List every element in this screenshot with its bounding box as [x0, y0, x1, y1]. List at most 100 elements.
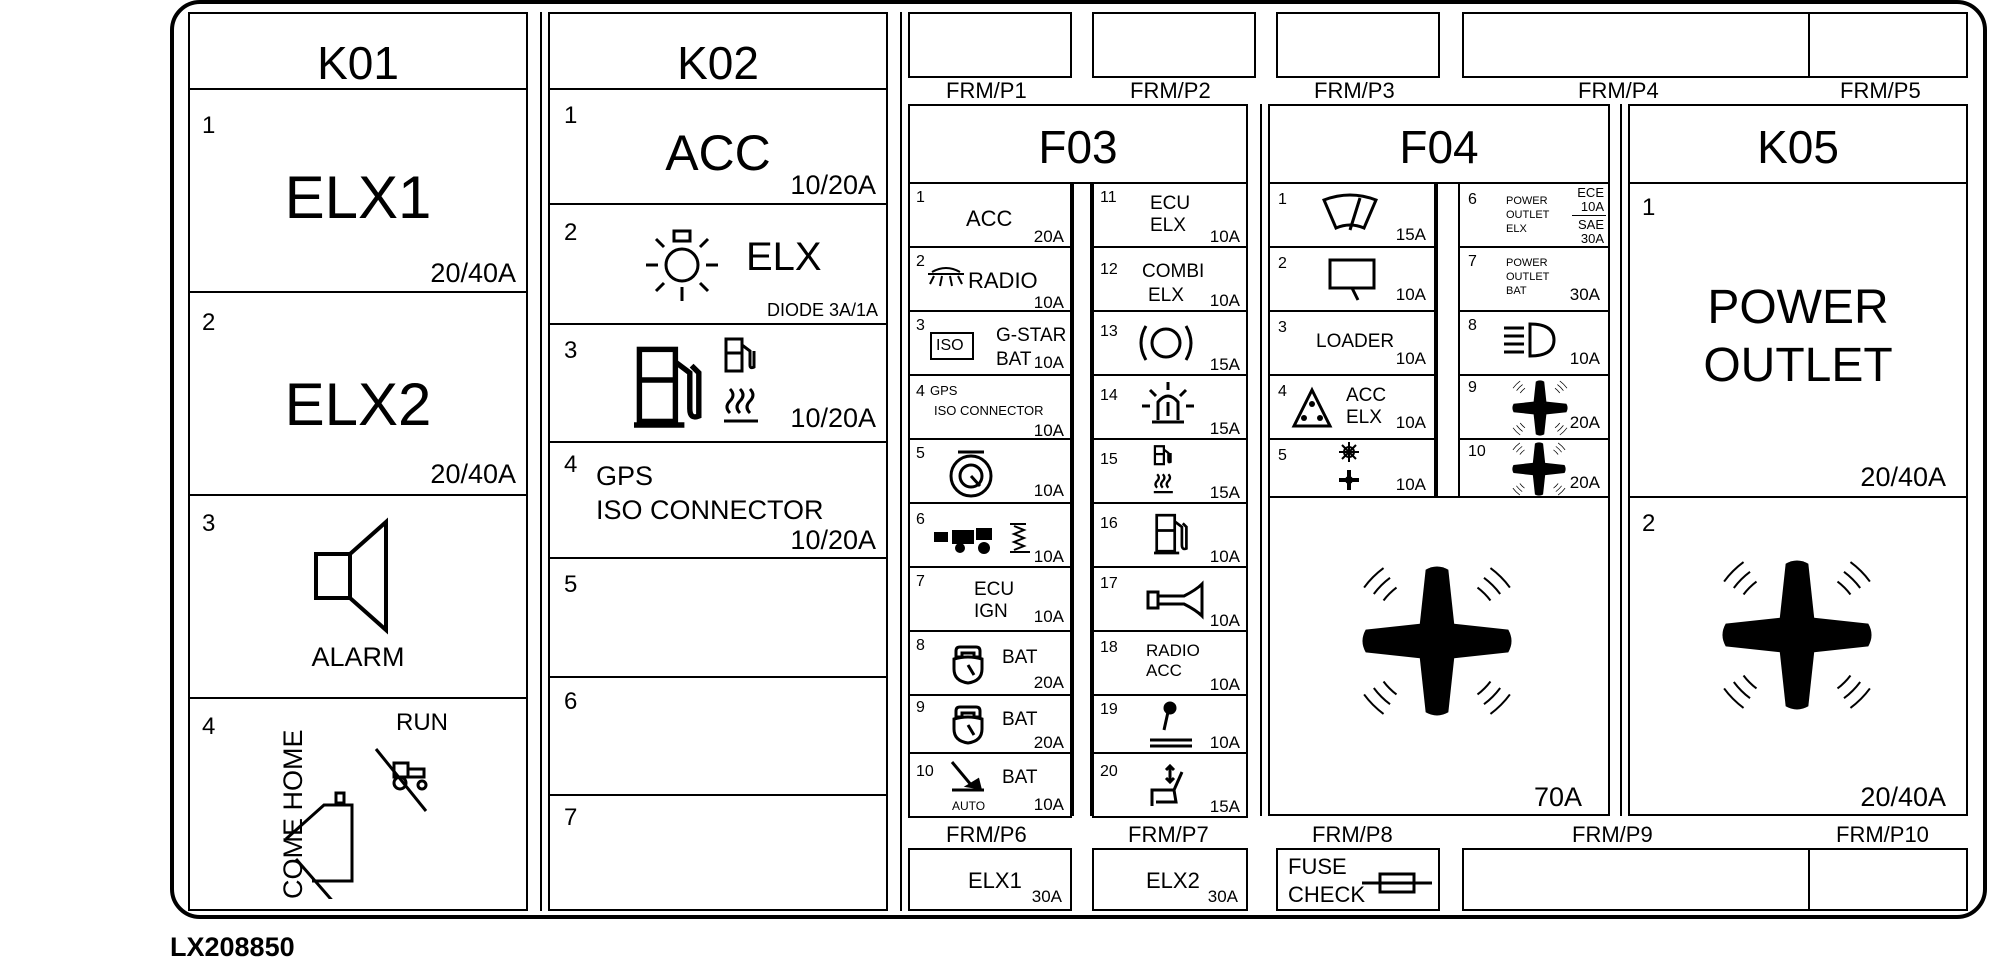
k05-slot-2[interactable]: 2 20/40A [1628, 496, 1968, 816]
f03-fuse-18[interactable]: 18 RADIO ACC 10A [1092, 630, 1248, 696]
f03-fuse-15[interactable]: 15 15A [1092, 438, 1248, 504]
slot-number: 5 [564, 571, 578, 598]
iso-label: ISO [936, 337, 964, 354]
fuse-label-2: ISO CONNECTOR [934, 403, 1044, 418]
k02-slot-1[interactable]: 1 ACC 10/20A [548, 88, 888, 205]
f03-fuse-20[interactable]: 20 15A [1092, 752, 1248, 818]
implement-suspension-icon [934, 523, 1030, 554]
f03-fuse-2[interactable]: 2 RADIO 10A [908, 246, 1072, 312]
frm-p3-slot[interactable] [1276, 12, 1440, 78]
frm-p6-label: FRM/P6 [946, 822, 1027, 847]
f04-fuse-9[interactable]: 9 20A [1458, 374, 1610, 440]
k02-slot-4[interactable]: 4 GPS ISO CONNECTOR 10/20A [548, 441, 888, 559]
frm-p10-slot[interactable] [1808, 848, 1968, 911]
fuel-heater-icon [724, 337, 758, 423]
f03-fuse-8[interactable]: 8 BAT 20A [908, 630, 1072, 696]
slot-number: 1 [202, 112, 216, 139]
f04-fuse-2[interactable]: 2 10A [1268, 246, 1436, 312]
fan-waves-icon [1356, 560, 1518, 722]
fuse-number: 6 [1468, 191, 1477, 208]
f03-fuse-6[interactable]: 6 10A [908, 502, 1072, 568]
f04-fuse-4[interactable]: 4 ACC ELX 10A [1268, 374, 1436, 440]
elx2-fuse-slot[interactable]: ELX2 30A [1092, 848, 1248, 911]
f03-fuse-5[interactable]: 5 10A [908, 438, 1072, 504]
slot-rating: 10/20A [790, 525, 876, 555]
f04-header: F04 [1268, 104, 1610, 184]
slot-line1: GPS [596, 461, 654, 491]
fuse-number: 12 [1100, 261, 1118, 278]
k05-slot-1[interactable]: 1 POWER OUTLET 20/40A [1628, 182, 1968, 498]
f03-fuse-1[interactable]: 1 ACC 20A [908, 182, 1072, 248]
f03-fuse-7[interactable]: 7 ECU IGN 10A [908, 566, 1072, 632]
slot-name: ELX [746, 235, 822, 279]
frm-p5-slot[interactable] [1808, 12, 1968, 78]
fuse-amp: 15A [1395, 225, 1426, 244]
f03-fuse-19[interactable]: 19 10A [1092, 694, 1248, 754]
f04-fuse-10[interactable]: 10 20A [1458, 438, 1610, 498]
fuse-number: 16 [1100, 515, 1118, 532]
frm-p1-slot[interactable] [908, 12, 1072, 78]
f03-fuse-11[interactable]: 11 ECU ELX 10A [1092, 182, 1248, 248]
fuse-check-label-1: FUSE [1288, 854, 1347, 879]
fuse-label: COMBI [1142, 261, 1205, 282]
fuse-amp: 10A [1033, 607, 1064, 626]
f04-fuse-6[interactable]: 6 POWER OUTLET ELX ECE 10A SAE 30A [1458, 182, 1610, 248]
brake-icon [1139, 325, 1193, 361]
seat-adjust-icon [1150, 763, 1184, 806]
fuse-amp: 10A [1395, 349, 1426, 368]
frm-p2-label: FRM/P2 [1130, 78, 1211, 103]
f03-fuse-10[interactable]: 10 AUTO BAT 10A [908, 752, 1072, 818]
slot-rating: DIODE 3A/1A [766, 300, 878, 320]
f04-fuse-7[interactable]: 7 POWER OUTLET BAT 30A [1458, 246, 1610, 312]
k02-slot-5[interactable]: 5 [548, 557, 888, 678]
fuse-number: 2 [1278, 255, 1287, 272]
elx1-fuse-slot[interactable]: ELX1 30A [908, 848, 1072, 911]
fuse-label-3: ELX [1506, 223, 1527, 235]
fuse-sublabel: AUTO [952, 799, 986, 813]
k02-slot-3[interactable]: 3 10/20A [548, 323, 888, 443]
fuse-number: 19 [1100, 701, 1118, 718]
slot-number: 1 [564, 102, 578, 129]
f04-fuse-3[interactable]: 3 LOADER 10A [1268, 310, 1436, 376]
fuse-amp: 10A [1033, 421, 1064, 440]
f03-fuse-13[interactable]: 13 15A [1092, 310, 1248, 376]
k01-title: K01 [317, 37, 399, 89]
fuse-number: 14 [1100, 387, 1118, 404]
fuse-number: 5 [1278, 447, 1287, 464]
frm-p4-slot[interactable] [1462, 12, 1810, 78]
f03-fuse-17[interactable]: 17 10A [1092, 566, 1248, 632]
f03-fuse-4[interactable]: 4 GPS ISO CONNECTOR 10A [908, 374, 1072, 440]
front-wiper-icon [1322, 193, 1378, 231]
frm-p2-slot[interactable] [1092, 12, 1256, 78]
k01-slot-3[interactable]: 3 ALARM [188, 494, 528, 699]
fuse-label: ACC [966, 206, 1013, 231]
k01-slot-1[interactable]: 1 ELX1 20/40A [188, 88, 528, 293]
fuse-amp: 20A [1569, 473, 1600, 492]
f03-fuse-12[interactable]: 12 COMBI ELX 10A [1092, 246, 1248, 312]
f04-fuse-5[interactable]: 5 10A [1268, 438, 1436, 498]
k02-title: K02 [677, 37, 759, 89]
f04-main-fuse[interactable]: 70A [1268, 496, 1610, 816]
k01-slot-2[interactable]: 2 ELX2 20/40A [188, 291, 528, 496]
k01-slot-4[interactable]: 4 COME HOME RUN [188, 697, 528, 911]
column-divider [540, 12, 542, 911]
fuse-number: 1 [1278, 191, 1287, 208]
slot-number: 2 [1642, 510, 1656, 537]
f03-fuse-9[interactable]: 9 BAT 20A [908, 694, 1072, 754]
f04-fuse-8[interactable]: 8 10A [1458, 310, 1610, 376]
fuse-label-2: IGN [974, 601, 1008, 622]
fuse-amp: 15A [1209, 483, 1240, 502]
k02-slot-7[interactable]: 7 [548, 794, 888, 911]
k02-slot-6[interactable]: 6 [548, 676, 888, 796]
fuse-number: 8 [1468, 317, 1477, 334]
fuse-label: ACC [1346, 385, 1387, 406]
column-divider [1620, 104, 1622, 816]
f03-fuse-14[interactable]: 14 15A [1092, 374, 1248, 440]
f03-fuse-3[interactable]: 3 ISO G-STAR BAT 10A [908, 310, 1072, 376]
fuse-check-slot[interactable]: FUSE CHECK [1276, 848, 1440, 911]
frm-p9-slot[interactable] [1462, 848, 1810, 911]
f04-fuse-1[interactable]: 1 15A [1268, 182, 1436, 248]
k02-slot-2[interactable]: 2 ELX DIODE 3A/1A [548, 203, 888, 325]
sae-label: SAE [1577, 217, 1604, 232]
f03-fuse-16[interactable]: 16 10A [1092, 502, 1248, 568]
